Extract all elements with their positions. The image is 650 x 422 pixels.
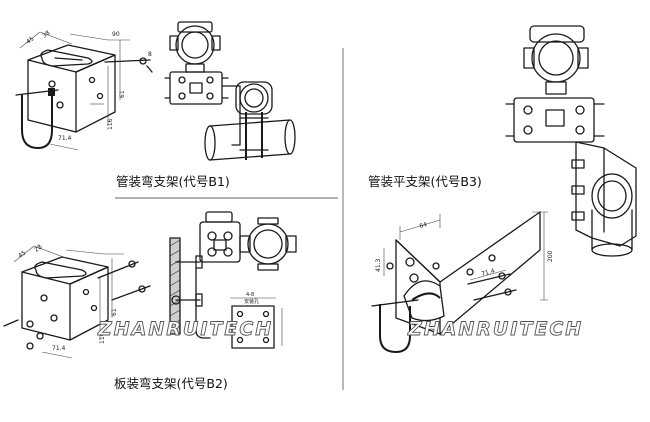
b3-bracket-drawing: 64 41.3 71.4 200 [371,211,554,353]
b1-dim-8: 8 [148,51,152,58]
b1-dim-116: 116 [107,118,114,130]
b2-dim-61: 61 [111,308,118,316]
b3-transmitter-on-pipe [505,25,637,257]
b3-dim-41-3: 41.3 [375,258,382,272]
b1-transmitter-on-pipe [164,21,296,161]
b3-dim-200: 200 [547,250,554,262]
b1-dim-38: 38 [41,29,51,39]
watermark-left: ZHANRUITECH [97,318,273,340]
watermark-right: ZHANRUITECH [407,318,583,340]
b3-dim-71-4: 71.4 [481,268,496,278]
b1-bracket-drawing: 45 38 90 61 116 71.4 8 [15,29,153,151]
b1-dim-71-4: 71.4 [58,135,72,142]
b2-dim-28: 28 [33,243,43,253]
b2-caption: 板装弯支架(代号B2) [114,376,228,391]
b3-dim-64: 64 [419,221,428,230]
b2-mount-holes-label: 安装孔 [244,298,259,305]
b2-holes-label: 4-8 [246,292,254,298]
b2-dim-71-4: 71.4 [52,345,66,352]
b1-dim-61: 61 [119,90,126,98]
b3-caption: 管装平支架(代号B3) [368,174,482,189]
b2-dim-116: 116 [99,332,106,344]
b2-dim-45: 45 [17,249,27,259]
b2-transmitter-on-plate: 4-8 安装孔 [169,211,297,349]
b1-dim-45: 45 [25,35,35,45]
b1-caption: 管装弯支架(代号B1) [116,174,230,189]
b2-bracket-drawing: 45 28 61 116 71.4 [3,243,151,359]
b1-dim-90: 90 [112,31,120,38]
